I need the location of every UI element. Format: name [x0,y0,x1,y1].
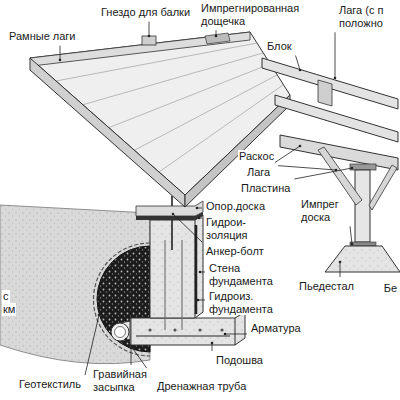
joist-pocket [142,36,156,45]
part-label: Блок [266,40,293,53]
part-label: с [2,290,10,303]
leader-line [340,262,341,277]
part-label: Стена фундамента [208,262,282,287]
blocking [318,80,332,106]
leader-tip [351,243,354,246]
sill-plate [136,201,203,216]
part-label: Лага (с п положно [338,4,398,29]
part-label: Импрег доска [300,198,347,223]
rim-joist-front [30,58,185,207]
leader-tip [125,338,128,341]
leader-line [335,32,336,78]
foundation-wall [150,215,203,318]
drain-pipe [111,323,129,341]
leader-tip [98,314,101,317]
leader-tip [351,167,354,170]
part-label: Пластина [240,182,291,195]
part-label: Гравийная засыпка [92,368,154,393]
part-label: Арматура [250,322,302,335]
part-label: Бе [383,282,398,295]
part-label: Пьедестал [298,280,355,293]
plate [350,164,376,170]
leader-tip [299,145,302,148]
leader-line [225,334,247,335]
brace [318,147,362,205]
leader-tip [172,213,175,216]
leader-tip [211,342,214,345]
part-label: Рамные лаги [8,30,77,43]
part-label: Раскос [238,150,275,163]
leader-tip [339,261,342,264]
leader-line [131,305,132,365]
leader-line [296,56,300,70]
leader-line [173,214,202,242]
leader-tip [224,333,227,336]
part-label: Гидрои- золяция [205,216,252,241]
soil [0,205,150,364]
leader-tip [299,69,302,72]
part-label: Дренажная труба [156,380,247,393]
anchor-bolt [171,196,173,250]
rebar [136,335,230,337]
leader-line [350,226,352,244]
subfloor-seams [56,43,283,172]
leader-tip [199,271,202,274]
leader-tip [196,207,199,210]
leader-line [149,22,150,36]
treated-strip [205,33,230,44]
leader-tip [197,299,200,302]
drain-pipe-bore [115,327,126,338]
brace [369,165,397,210]
part-label: Гнездо для балки [100,6,191,19]
part-label: Лага [246,166,271,179]
subfloor [30,32,290,195]
part-label: Анкер-болт [205,245,265,258]
leader-tip [334,77,337,80]
leader-line [60,46,61,60]
treated-board [350,242,376,246]
part-label: Подошва [215,354,264,367]
leader-tip [130,304,133,307]
leader-tip [148,35,151,38]
post [355,170,370,242]
girder [280,135,398,170]
part-label: Опор.доска [205,200,266,213]
part-label: Геотекстиль [18,378,82,391]
leader-line [274,146,300,163]
leader-line [278,166,336,170]
part-label: Импрегнированная дощечка [200,2,302,27]
leader-tip [335,169,338,172]
joist [275,95,398,142]
leader-line [294,168,352,179]
leader-line [85,315,99,375]
leader-tip [198,217,201,220]
pedestal [325,246,400,272]
leader-tip [215,35,218,38]
leader-tip [59,59,62,62]
part-label: км [2,303,16,316]
part-label: Гидроиз. фундамента [208,290,282,315]
